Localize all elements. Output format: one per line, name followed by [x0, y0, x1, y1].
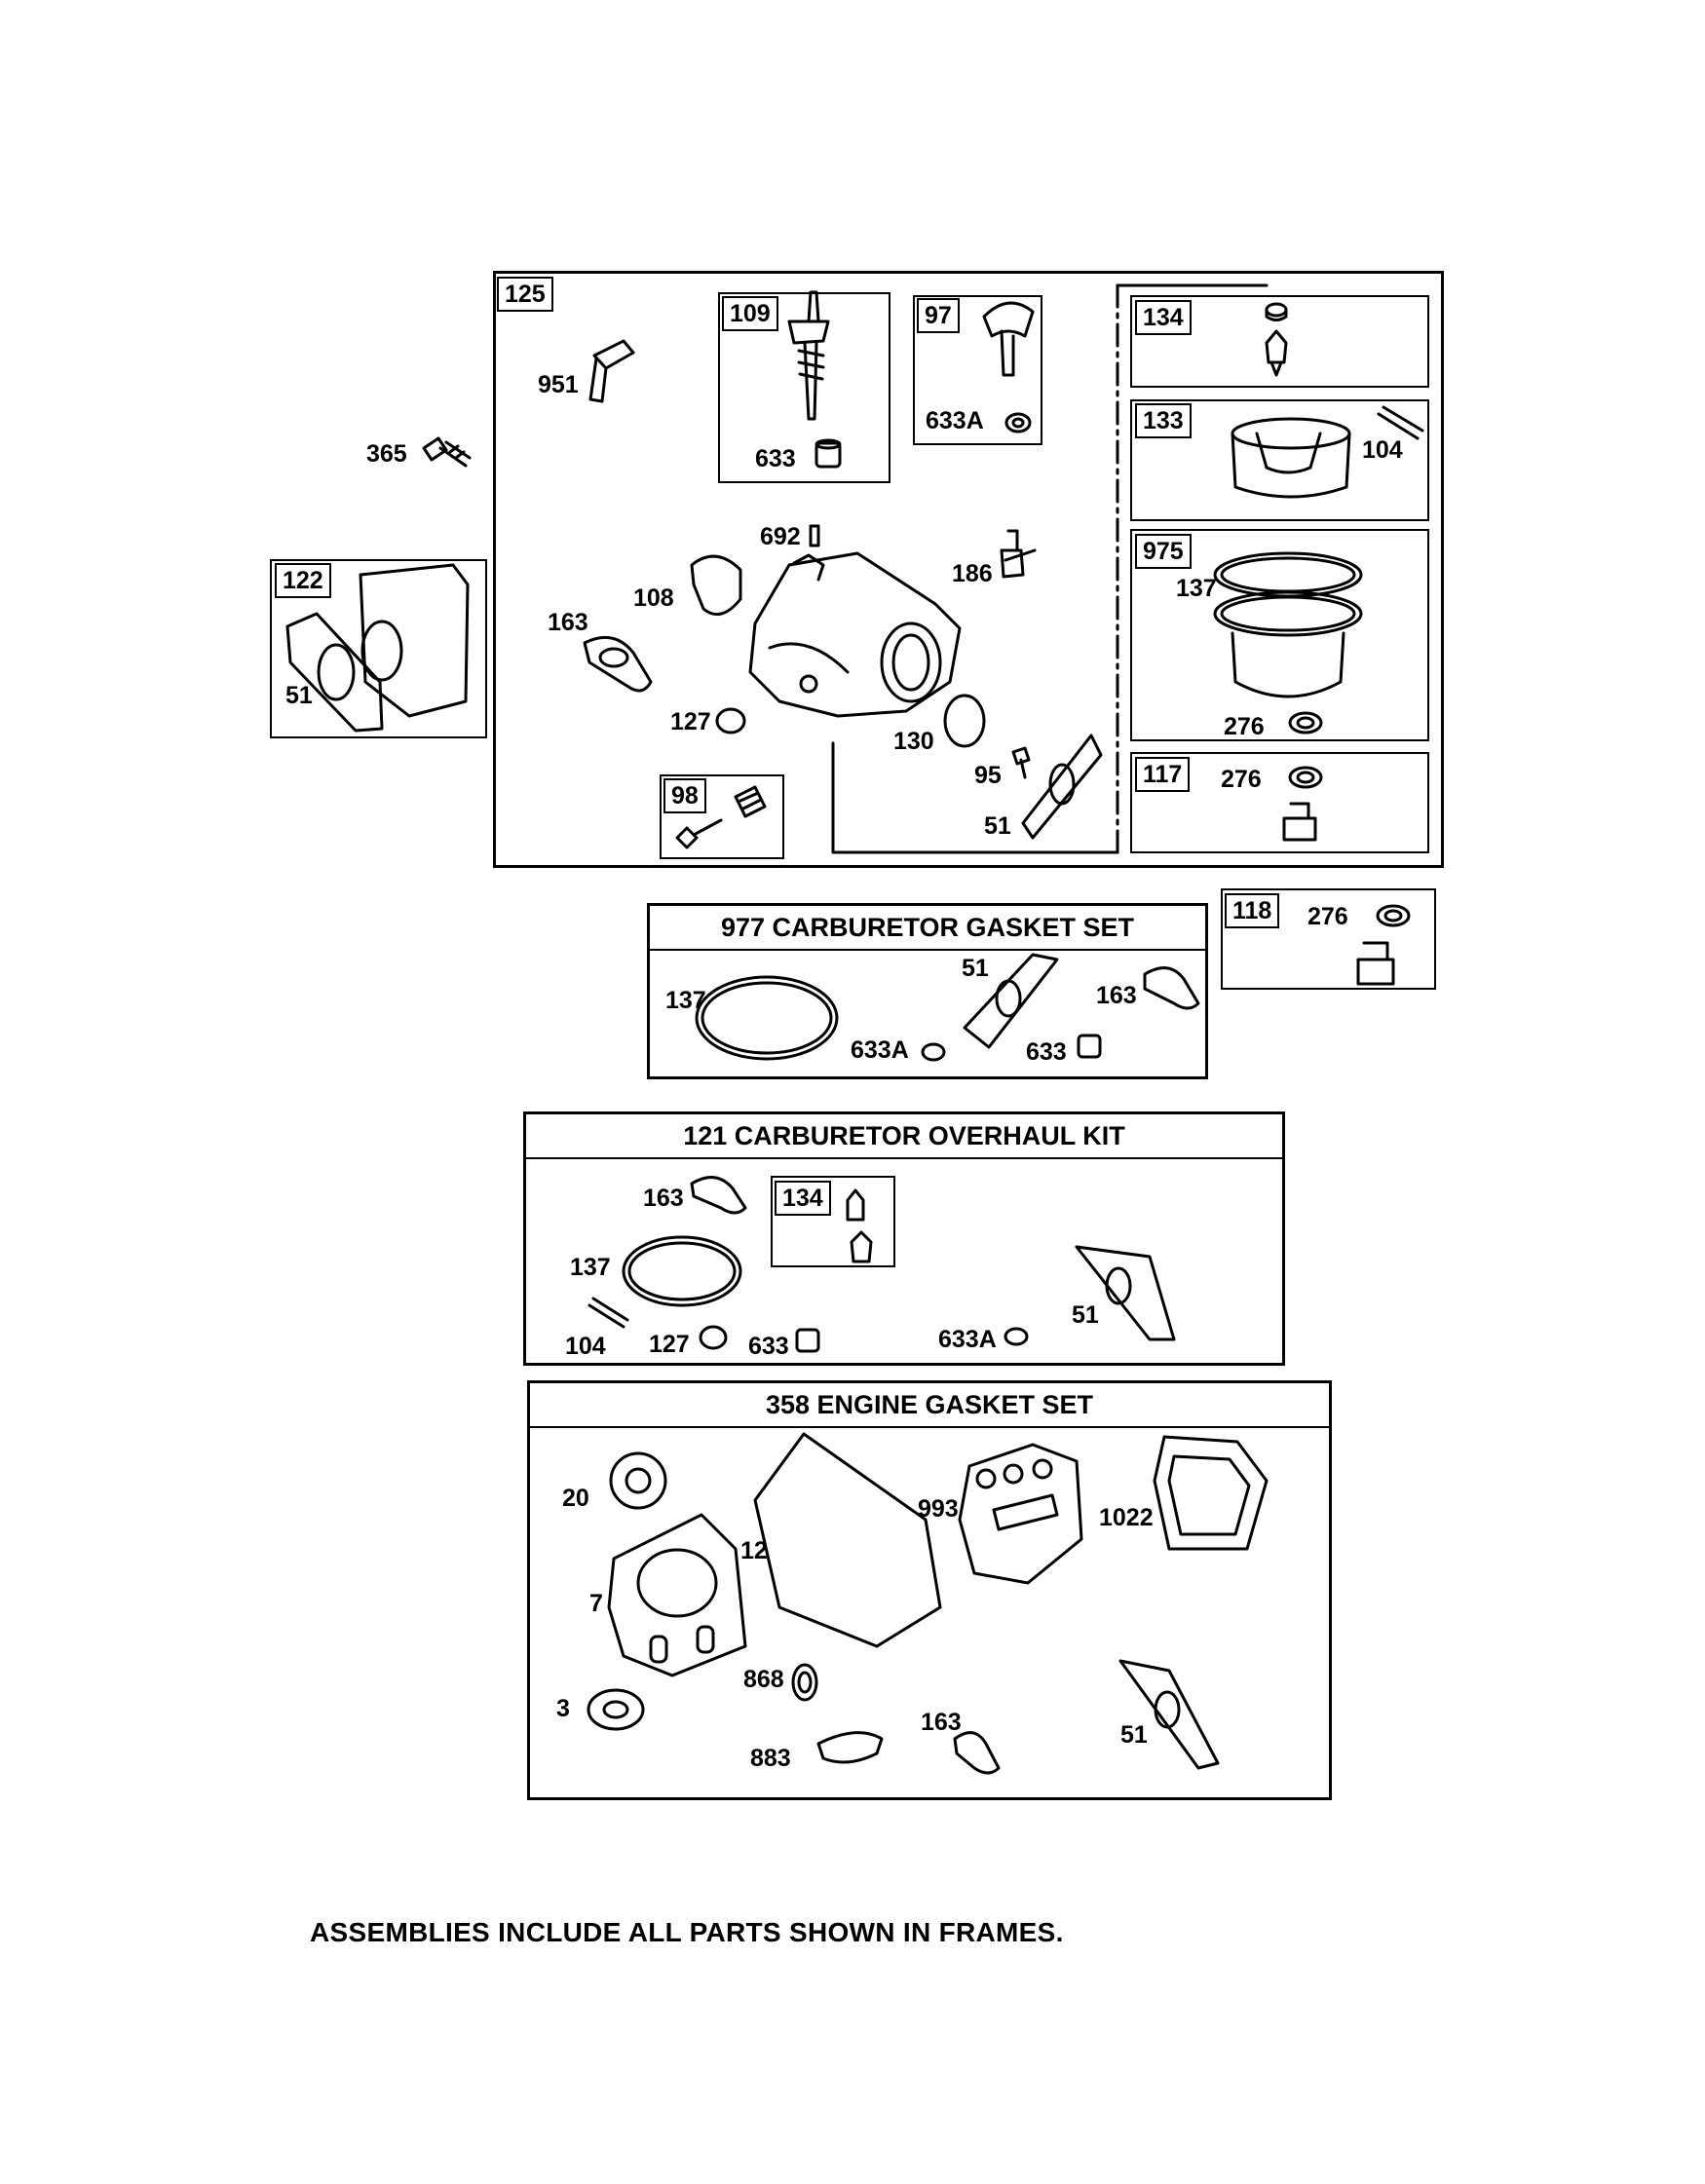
kit-title-977: 977 CARBURETOR GASKET SET: [650, 906, 1205, 951]
label-993: 993: [918, 1495, 959, 1523]
label-633A: 633A: [926, 407, 984, 434]
frame-118: [1221, 888, 1436, 990]
label-7: 7: [589, 1590, 603, 1617]
frame-121-carburetor-overhaul-kit: 121 CARBURETOR OVERHAUL KIT: [523, 1111, 1285, 1366]
tag-97: 97: [917, 298, 960, 333]
frame-134: [1130, 295, 1429, 388]
kit-title-358: 358 ENGINE GASKET SET: [530, 1383, 1329, 1428]
tag-975: 975: [1135, 534, 1192, 569]
label-12: 12: [740, 1537, 768, 1564]
frame-97: [913, 295, 1042, 445]
frame-122: [270, 559, 487, 738]
frame-117: [1130, 752, 1429, 853]
frame-133: [1130, 399, 1429, 521]
label-163: 163: [548, 609, 588, 636]
frame-98: [660, 774, 784, 859]
label-365: 365: [366, 440, 407, 468]
label-51: 51: [984, 812, 1011, 840]
label-868: 868: [743, 1666, 784, 1693]
label-633: 633: [748, 1333, 789, 1360]
frame-125: [493, 271, 1444, 868]
frame-134-kit: [771, 1176, 895, 1267]
label-163: 163: [643, 1185, 684, 1212]
label-137: 137: [665, 987, 706, 1014]
label-20: 20: [562, 1485, 589, 1512]
label-51: 51: [1120, 1721, 1148, 1749]
label-633: 633: [1026, 1038, 1067, 1066]
label-95: 95: [974, 762, 1002, 789]
kit-title-121: 121 CARBURETOR OVERHAUL KIT: [526, 1114, 1282, 1159]
tag-117: 117: [1135, 757, 1191, 792]
label-276: 276: [1221, 766, 1262, 793]
tag-125: 125: [497, 277, 553, 312]
frame-358-engine-gasket-set: 358 ENGINE GASKET SET: [527, 1380, 1332, 1800]
tag-133: 133: [1135, 403, 1192, 438]
label-108: 108: [633, 584, 674, 612]
label-692: 692: [760, 523, 801, 550]
label-163: 163: [921, 1709, 962, 1736]
tag-122: 122: [275, 563, 331, 598]
label-127: 127: [670, 708, 711, 735]
label-104: 104: [1362, 436, 1403, 464]
frame-975: [1130, 529, 1429, 741]
label-1022: 1022: [1099, 1504, 1154, 1531]
frame-109: [718, 292, 890, 483]
label-51: 51: [962, 955, 989, 982]
label-137: 137: [1176, 575, 1217, 602]
label-633: 633: [755, 445, 796, 472]
label-633A: 633A: [851, 1036, 909, 1064]
label-3: 3: [556, 1695, 570, 1722]
label-51: 51: [285, 682, 313, 709]
label-276: 276: [1224, 713, 1265, 740]
label-276: 276: [1307, 903, 1348, 930]
tag-109: 109: [722, 296, 778, 331]
label-186: 186: [952, 560, 993, 587]
frame-977-carburetor-gasket-set: 977 CARBURETOR GASKET SET: [647, 903, 1208, 1079]
tag-134-kit: 134: [775, 1181, 831, 1216]
footer-note: ASSEMBLIES INCLUDE ALL PARTS SHOWN IN FR…: [310, 1917, 1064, 1947]
label-883: 883: [750, 1745, 791, 1772]
label-163: 163: [1096, 982, 1137, 1009]
tag-98: 98: [663, 778, 706, 813]
tag-118: 118: [1225, 893, 1280, 928]
label-633A: 633A: [938, 1326, 997, 1353]
part-365-screw: [422, 436, 472, 468]
label-951: 951: [538, 371, 579, 398]
label-137: 137: [570, 1254, 611, 1281]
label-51: 51: [1072, 1301, 1099, 1329]
label-130: 130: [893, 728, 934, 755]
label-104: 104: [565, 1333, 606, 1360]
tag-134: 134: [1135, 300, 1192, 335]
label-127: 127: [649, 1331, 690, 1358]
